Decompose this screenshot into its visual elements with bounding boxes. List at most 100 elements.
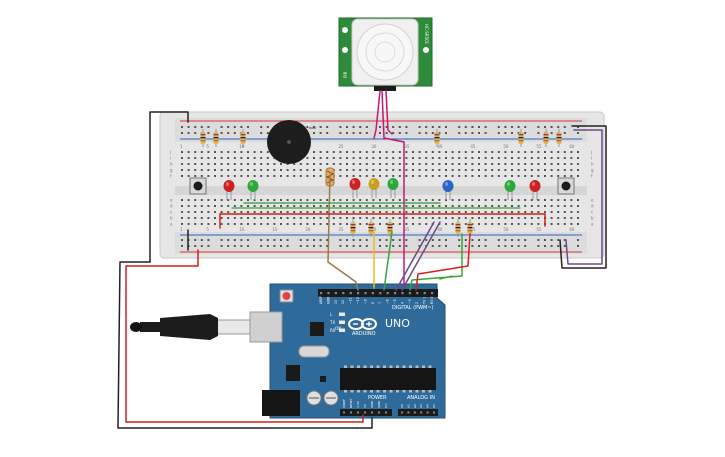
led-red[interactable] [529, 180, 541, 200]
header-socket[interactable] [407, 411, 410, 414]
led-green[interactable] [387, 178, 399, 198]
header-socket[interactable] [350, 411, 352, 414]
resistor[interactable] [213, 129, 219, 147]
breadboard-hole [464, 199, 467, 201]
header-socket[interactable] [408, 292, 411, 295]
breadboard-hole [260, 211, 263, 213]
header-socket[interactable] [423, 292, 426, 295]
breadboard-hole [577, 223, 579, 225]
led-red[interactable] [349, 178, 361, 198]
rail-hole [233, 245, 236, 247]
header-socket[interactable] [371, 411, 373, 414]
pushbutton-cap-icon[interactable] [561, 181, 571, 191]
led-green[interactable] [504, 180, 516, 200]
header-socket[interactable] [431, 292, 434, 295]
row-letter: j [169, 150, 171, 155]
digital-header[interactable] [318, 289, 438, 297]
chip-leg [389, 390, 393, 393]
led-blue[interactable] [442, 180, 454, 200]
buzzer[interactable]: + [267, 120, 316, 164]
resistor[interactable] [387, 219, 393, 237]
breadboard-hole [431, 169, 434, 171]
header-socket[interactable] [416, 292, 419, 295]
resistor[interactable] [543, 129, 549, 147]
analog-header[interactable] [398, 409, 438, 416]
rail-hole [438, 245, 441, 247]
header-socket[interactable] [327, 292, 330, 295]
pushbutton-left[interactable] [189, 177, 207, 195]
breadboard-hole [511, 151, 513, 153]
breadboard-hole [511, 217, 513, 219]
breadboard-hole [451, 169, 454, 171]
resistor-band [350, 227, 356, 229]
breadboard-hole [471, 199, 474, 201]
header-socket[interactable] [343, 411, 345, 414]
header-socket[interactable] [320, 292, 323, 295]
pushbutton-right[interactable] [557, 177, 575, 195]
header-socket[interactable] [426, 411, 429, 414]
resistor[interactable] [556, 129, 562, 147]
breadboard-hole [451, 151, 454, 153]
header-socket[interactable] [401, 292, 404, 295]
breadboard-hole [458, 217, 461, 219]
power-pin-label: Vin [384, 403, 388, 408]
header-socket[interactable] [357, 292, 360, 295]
breadboard-hole [200, 163, 203, 165]
breadboard-hole [266, 205, 269, 207]
leds [223, 178, 541, 200]
breadboard-hole [227, 205, 230, 207]
breadboard-hole [577, 205, 579, 207]
breadboard-hole [379, 199, 381, 201]
header-socket[interactable] [420, 411, 423, 414]
header-socket[interactable] [364, 411, 366, 414]
led-yellow[interactable] [368, 178, 380, 198]
header-socket[interactable] [342, 292, 345, 295]
header-socket[interactable] [433, 411, 435, 414]
header-socket[interactable] [413, 411, 416, 414]
breadboard-hole [431, 211, 434, 213]
pir-pin-header [374, 86, 396, 91]
resistor[interactable] [455, 219, 461, 237]
reset-button[interactable] [282, 292, 291, 300]
resistor-band [200, 140, 206, 142]
header-socket[interactable] [357, 411, 359, 414]
usb-cable-plug [160, 314, 218, 340]
breadboard-hole [240, 205, 243, 207]
breadboard-hole [194, 211, 197, 213]
header-socket[interactable] [386, 292, 389, 295]
breadboard-hole [319, 175, 322, 177]
breadboard-hole [286, 163, 289, 165]
resistor[interactable] [350, 219, 356, 237]
led-green[interactable] [247, 180, 259, 200]
header-socket[interactable] [364, 292, 367, 295]
header-socket[interactable] [401, 411, 403, 414]
header-socket[interactable] [394, 292, 397, 295]
resistor-band [213, 137, 219, 139]
breadboard-hole [385, 223, 388, 225]
header-socket[interactable] [385, 411, 387, 414]
rail-hole [544, 245, 546, 247]
led-red[interactable] [223, 180, 235, 200]
breadboard-hole [425, 157, 428, 159]
column-number: 30 [371, 227, 377, 232]
resistor[interactable] [200, 129, 206, 147]
header-socket[interactable] [379, 292, 382, 295]
breadboard-hole [458, 169, 461, 171]
header-socket[interactable] [334, 292, 337, 295]
header-socket[interactable] [349, 292, 352, 295]
rail-hole [194, 126, 197, 128]
resistor[interactable] [518, 129, 524, 147]
led-dome-icon [223, 180, 235, 192]
breadboard-hole [511, 223, 513, 225]
header-socket[interactable] [378, 411, 380, 414]
resistor[interactable] [368, 219, 374, 237]
resistor[interactable] [240, 129, 246, 147]
pir-sensor[interactable]: HC-SR501 PIR [338, 17, 433, 91]
pushbutton-cap-icon[interactable] [193, 181, 203, 191]
rail-hole [379, 245, 381, 247]
header-socket[interactable] [371, 292, 374, 295]
resistor[interactable] [434, 129, 440, 147]
